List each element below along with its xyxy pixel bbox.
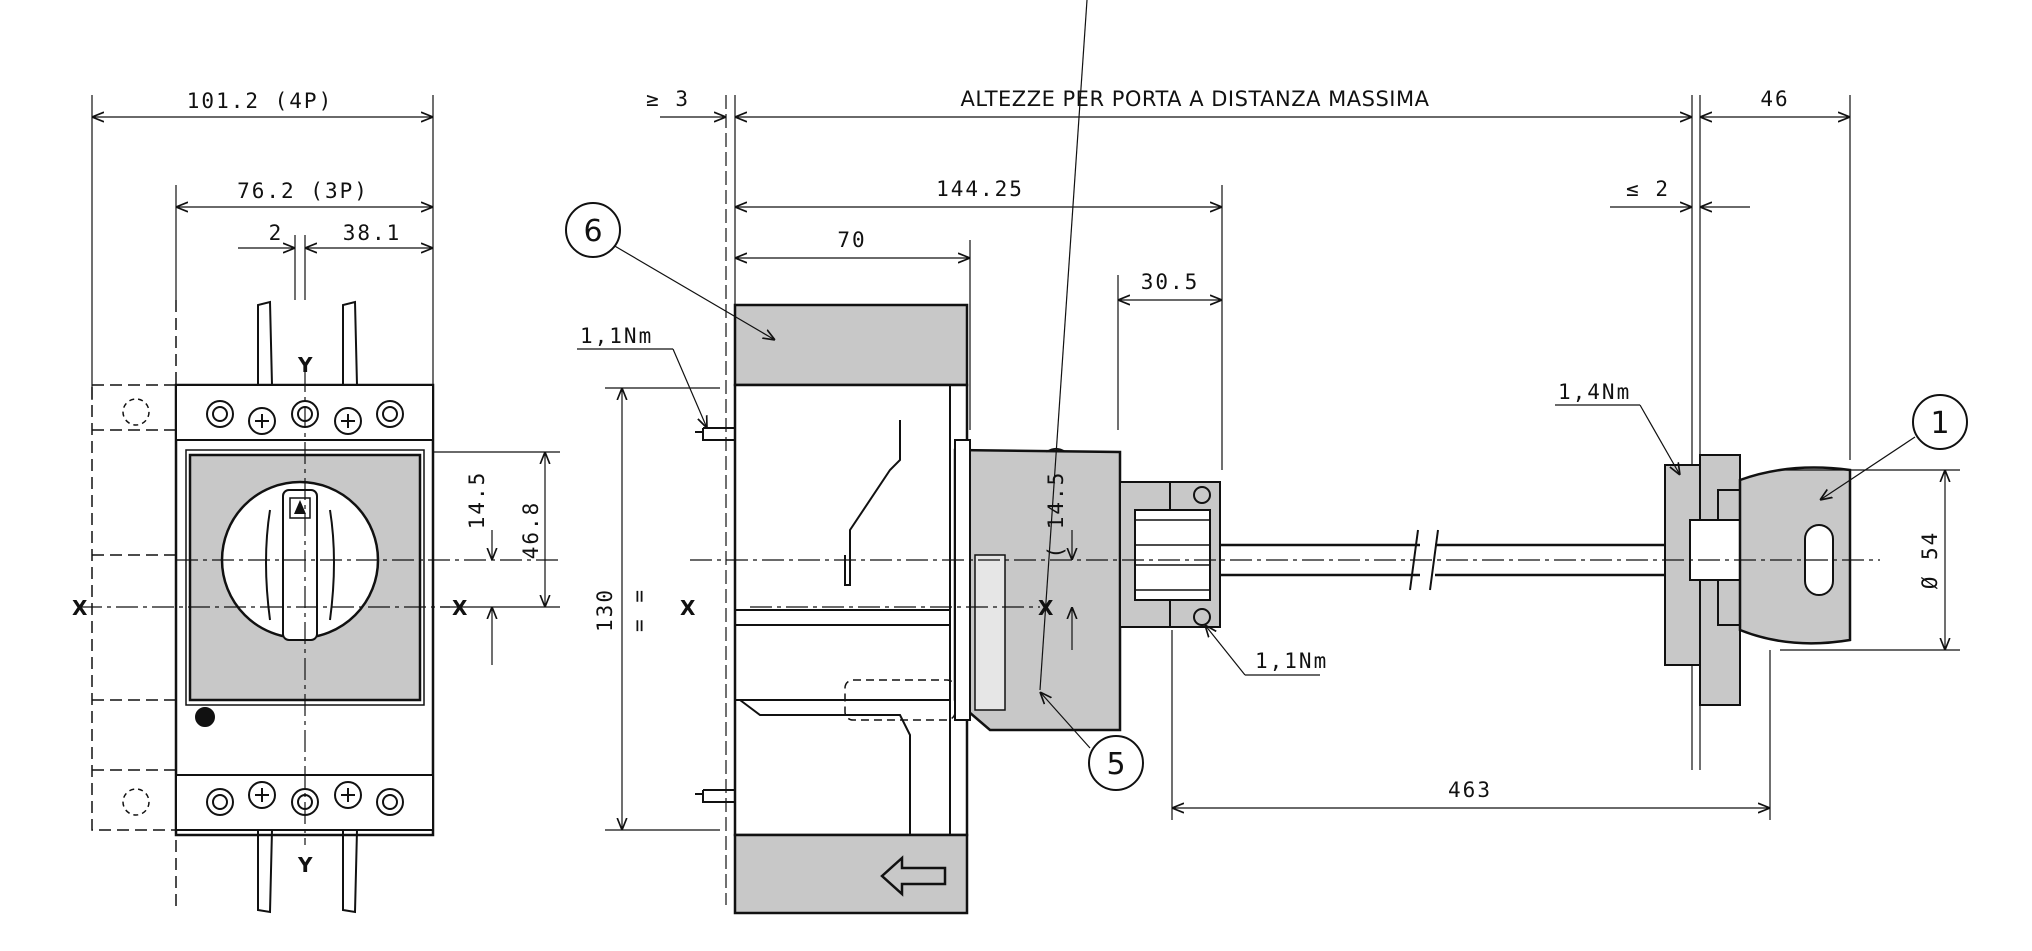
callout-1: 1: [1930, 406, 1949, 441]
dim-offset-2: 2: [269, 221, 284, 245]
axis-x-right: X: [452, 596, 468, 620]
torque-label-3: 1,1Nm: [1255, 649, 1328, 673]
door-distance-label: ALTEZZE PER PORTA A DISTANZA MASSIMA: [961, 87, 1430, 111]
dim-46: 46: [1760, 87, 1789, 111]
dim-height-14-5: 14.5: [465, 471, 489, 530]
dim-le-2: ≤ 2: [1626, 177, 1670, 201]
dim-30-5: 30.5: [1141, 270, 1200, 294]
dim-144-25: 144.25: [936, 177, 1024, 201]
torque-label-2: 1,4Nm: [1558, 380, 1631, 404]
side-view: [565, 0, 1968, 915]
axis-x-side-right: X: [1038, 596, 1054, 620]
dim-diameter-54: Ø 54: [1918, 531, 1942, 590]
dim-463: 463: [1448, 778, 1492, 802]
dim-130: 130: [593, 588, 617, 632]
axis-y-bottom: Y: [297, 853, 313, 877]
front-view-text: 101.2 (4P) 76.2 (3P) 2 38.1 14.5 46.8 X …: [72, 89, 543, 877]
side-view-text: ≥ 3 ALTEZZE PER PORTA A DISTANZA MASSIMA…: [580, 87, 1950, 802]
dim-equal: = =: [627, 588, 651, 632]
callout-6: 6: [583, 214, 602, 249]
axis-y-top: Y: [297, 353, 313, 377]
dim-height-46-8: 46.8: [519, 501, 543, 560]
dim-pitch-38-1: 38.1: [343, 221, 402, 245]
axis-x-left: X: [72, 596, 88, 620]
dim-width-3p: 76.2 (3P): [237, 179, 369, 203]
dim-width-4p: 101.2 (4P): [187, 89, 333, 113]
dim-gap-min: ≥ 3: [646, 87, 690, 111]
dim-70: 70: [837, 228, 866, 252]
callout-5: 5: [1106, 747, 1125, 782]
axis-x-side-left: X: [680, 596, 696, 620]
front-view: [80, 95, 560, 914]
dim-14-5-paren: ( 14.5 ): [1044, 441, 1068, 558]
torque-label-1: 1,1Nm: [580, 324, 653, 348]
